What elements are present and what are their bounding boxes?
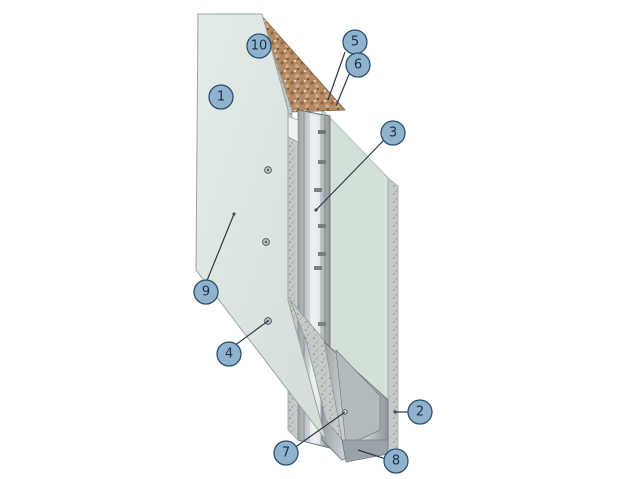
screw-icon (318, 224, 326, 228)
callout-label: 3 (389, 126, 397, 141)
screw-icon (318, 252, 326, 256)
callout-2: 2 (407, 399, 433, 425)
screw-icon (318, 130, 326, 134)
leader-4 (233, 320, 269, 347)
callout-label: 1 (217, 90, 225, 105)
callout-4: 4 (216, 341, 242, 367)
callout-label: 4 (225, 347, 233, 362)
callout-label: 10 (251, 39, 268, 54)
leader-3 (315, 139, 385, 211)
callout-5: 5 (342, 29, 368, 55)
screw-icon (314, 266, 322, 270)
callout-6: 6 (345, 52, 371, 78)
leader-9 (205, 213, 235, 284)
leader-6 (335, 71, 351, 107)
screw-icon (318, 322, 326, 326)
callout-9: 9 (193, 279, 219, 305)
screw-head-icon (264, 166, 272, 174)
screw-icon (318, 160, 326, 164)
callout-8: 8 (383, 448, 409, 474)
leader-lines (205, 51, 411, 460)
leader-5 (327, 51, 346, 101)
callout-label: 7 (282, 446, 290, 461)
stud-screws (314, 130, 326, 326)
callout-label: 6 (354, 58, 362, 73)
callout-3: 3 (380, 120, 406, 146)
screw-icon (314, 188, 322, 192)
callout-10: 10 (246, 33, 272, 59)
callout-label: 9 (202, 285, 210, 300)
callout-7: 7 (273, 440, 299, 466)
callout-label: 8 (392, 454, 400, 469)
leader-8 (357, 449, 387, 460)
screw-head-icon (262, 238, 270, 246)
callout-label: 2 (416, 405, 424, 420)
callout-1: 1 (208, 84, 234, 110)
callout-label: 5 (351, 35, 359, 50)
leader-7 (293, 411, 346, 449)
front-board (195, 13, 327, 441)
